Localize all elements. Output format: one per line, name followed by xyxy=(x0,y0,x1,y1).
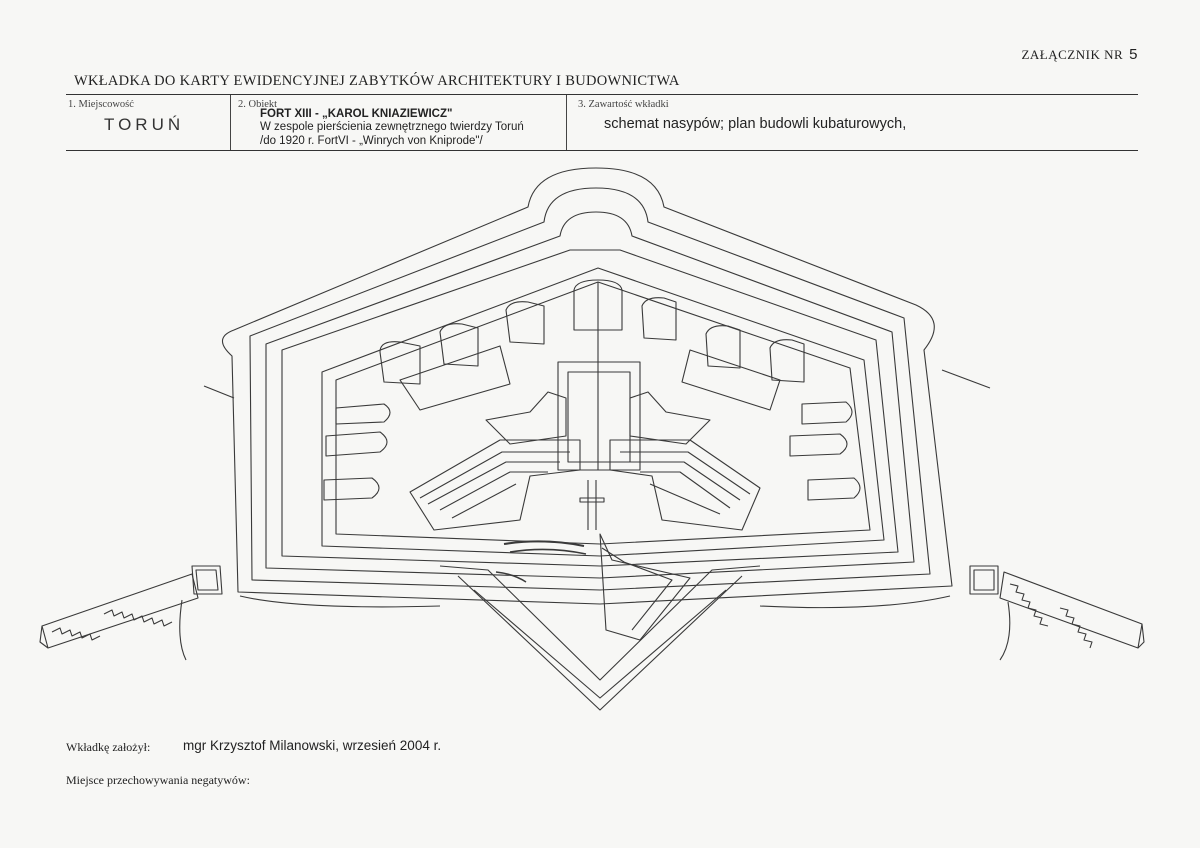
rampart-line-4 xyxy=(281,249,899,567)
outer-ditch-right xyxy=(759,595,951,609)
central-block xyxy=(557,361,641,471)
annex-number: 5 xyxy=(1129,46,1138,63)
inner-courtyard xyxy=(321,267,885,557)
contents-value: schemat nasypów; plan budowli kubaturowy… xyxy=(604,116,907,132)
object-cell: 2. Obiekt FORT XIII - „KAROL KNIAZIEWICZ… xyxy=(230,95,567,150)
object-label: 2. Obiekt xyxy=(238,99,278,110)
central-block-inner xyxy=(567,371,631,463)
right-traverses xyxy=(641,297,861,501)
rampart-line-3 xyxy=(265,211,915,579)
object-line2: W zespole pierścienia zewnętrznego twier… xyxy=(260,121,524,133)
header-table: 1. Miejscowość TORUŃ 2. Obiekt FORT XIII… xyxy=(66,94,1138,151)
negatives-location-label: Miejsce przechowywania negatywów: xyxy=(66,773,250,787)
annex-marker: ZAŁĄCZNIK NR 5 xyxy=(1021,46,1138,63)
outer-ditch-left xyxy=(239,595,441,608)
inner-courtyard-2 xyxy=(335,281,871,545)
contents-cell: 3. Zawartość wkładki schemat nasypów; pl… xyxy=(566,95,1138,150)
created-by-value: mgr Krzysztof Milanowski, wrzesień 2004 … xyxy=(183,738,442,753)
contents-label: 3. Zawartość wkładki xyxy=(578,99,669,110)
gorge-entrance xyxy=(439,480,761,711)
left-stepped-wing xyxy=(409,391,581,531)
left-traverses xyxy=(323,301,545,501)
object-name: FORT XIII - „KAROL KNIAZIEWICZ" xyxy=(260,108,453,120)
annex-label: ZAŁĄCZNIK NR xyxy=(1021,47,1124,62)
right-stepped-wing xyxy=(609,391,761,531)
central-bastion xyxy=(573,279,623,331)
left-fortification-wall xyxy=(39,385,235,661)
locality-cell: 1. Miejscowość TORUŃ xyxy=(66,95,231,150)
locality-label: 1. Miejscowość xyxy=(68,99,134,110)
right-fortification-wall xyxy=(941,369,1145,661)
object-line3: /do 1920 r. FortVI - „Winrych von Knipro… xyxy=(260,135,483,147)
locality-value: TORUŃ xyxy=(104,115,185,134)
created-by-label: Wkładkę założył: xyxy=(66,740,151,754)
document-title: WKŁADKA DO KARTY EWIDENCYJNEJ ZABYTKÓW A… xyxy=(74,73,680,89)
outer-rampart-outline xyxy=(221,167,953,605)
outer-rampart-inner xyxy=(249,187,931,591)
